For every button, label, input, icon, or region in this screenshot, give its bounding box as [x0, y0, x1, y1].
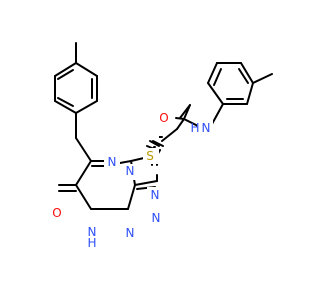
bond — [161, 128, 178, 142]
o-amide-label: O — [159, 111, 168, 125]
o-oxo-label: O — [52, 206, 61, 220]
o-oxo-label-bg — [49, 205, 65, 221]
bond — [207, 62, 218, 84]
n-amide-label: N — [202, 121, 211, 135]
n-triazole-2-label: N — [126, 226, 135, 240]
n-triazole-1-label-bg — [148, 210, 164, 226]
bond — [252, 73, 273, 84]
n-triazine-1-label: N — [126, 164, 135, 178]
bond — [57, 97, 74, 107]
h-ring-label: H — [87, 236, 96, 250]
bond — [54, 62, 77, 77]
bond — [152, 140, 164, 147]
bond — [134, 180, 158, 186]
bond — [57, 69, 74, 80]
bond — [246, 82, 254, 105]
h-amide-label: H — [190, 121, 199, 135]
bond — [179, 104, 191, 119]
s-label: S — [146, 149, 154, 163]
bond — [175, 117, 185, 120]
n-triazole-1-label: N — [152, 211, 161, 225]
o-amide-label-bg — [156, 110, 172, 126]
n-triazole-4-label-bg — [147, 187, 163, 203]
n-triazole-4-label: N — [151, 188, 160, 202]
s-label-bg — [143, 148, 159, 164]
atom-labels: O N H S N N N N N O N H — [49, 110, 213, 250]
bonds — [54, 42, 164, 210]
bond — [149, 140, 160, 147]
n-amide-label-bg — [197, 120, 213, 136]
bond — [213, 68, 222, 86]
bond — [75, 62, 98, 77]
bond — [238, 68, 249, 84]
bonds-tolyl2 — [207, 62, 273, 105]
bond — [54, 100, 77, 114]
bond — [75, 100, 98, 114]
n-triazole-2-label-bg — [122, 225, 138, 241]
bond — [240, 62, 254, 84]
bond — [211, 103, 224, 125]
n-triazine-1-label-bg — [122, 164, 138, 180]
bond — [176, 118, 185, 130]
bond — [75, 184, 92, 210]
bond — [127, 184, 136, 210]
n-triazine-5-label: N — [108, 155, 117, 169]
n-triazine-5-label-bg — [104, 154, 120, 170]
bond — [119, 160, 132, 164]
bond — [75, 137, 92, 162]
nh-ring-label: N — [88, 225, 97, 239]
nh-ring-label-bg — [84, 223, 100, 239]
bond — [207, 82, 224, 105]
molecule-structure: O N H S N N N N N O N H — [49, 42, 273, 250]
bond — [75, 160, 92, 186]
